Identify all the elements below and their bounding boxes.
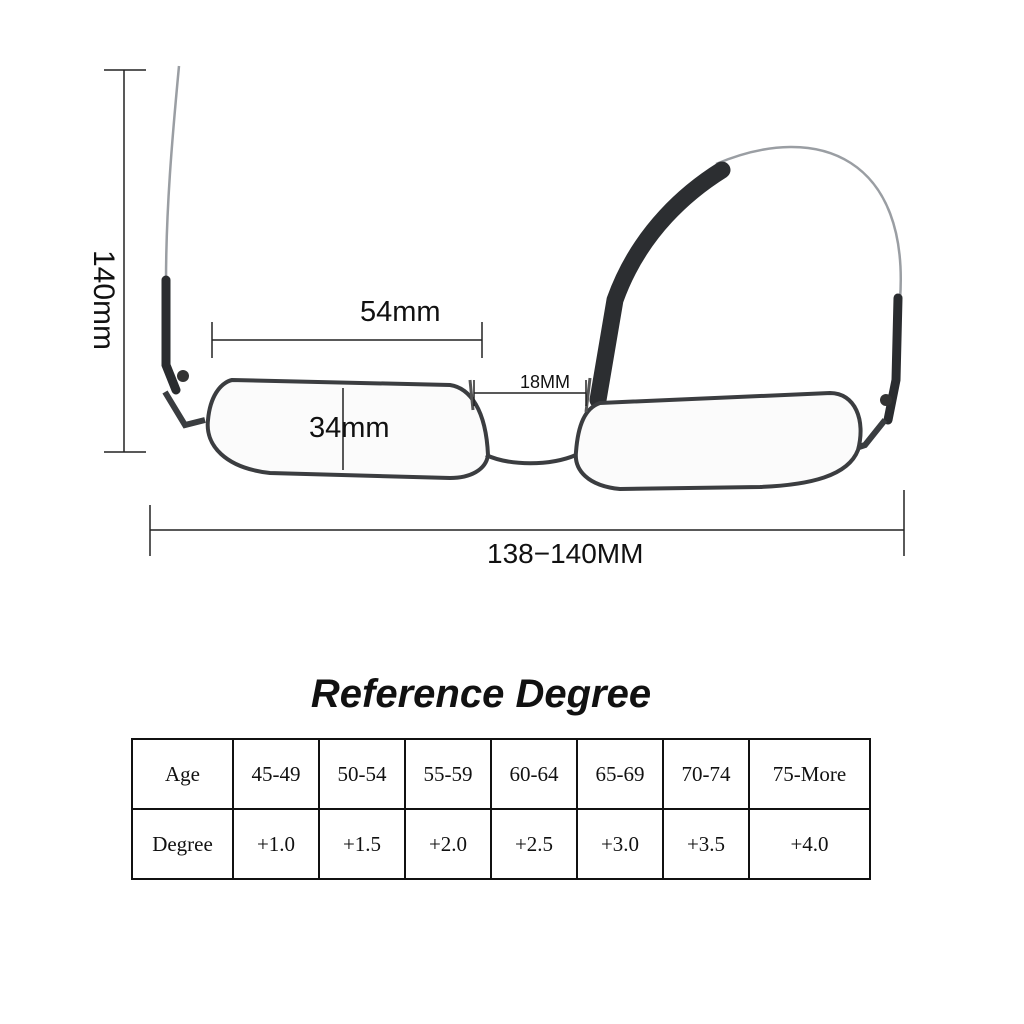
right-temple-tip [883,293,903,425]
glasses-dimension-diagram [104,65,905,556]
left-hinge [162,390,206,429]
lens-height-label: 34mm [309,412,390,444]
bridge-width-label: 18MM [520,372,571,392]
nose-pad-right [584,377,592,413]
height-dimension-line [104,69,146,453]
age-cell: 60-64 [490,738,578,810]
frame-width-dimension-line [149,490,905,556]
age-cell: 70-74 [662,738,750,810]
right-temple-body [589,161,731,409]
left-hinge-screw [177,370,189,382]
degree-cell: +4.0 [748,808,871,880]
degree-cell: +3.5 [662,808,750,880]
degree-cell: +1.5 [318,808,406,880]
right-hinge-screw [880,394,892,406]
total-height-label: 140mm [87,250,120,351]
left-temple-wire [164,65,181,283]
degree-row: Degree +1.0 +1.5 +2.0 +2.5 +3.0 +3.5 +4.… [131,808,871,880]
age-row: Age 45-49 50-54 55-59 60-64 65-69 70-74 … [131,738,871,810]
age-cell: 75-More [748,738,871,810]
right-lens-frame [573,390,863,492]
degree-cell: +2.5 [490,808,578,880]
degree-cell: +1.0 [232,808,320,880]
age-cell: 65-69 [576,738,664,810]
age-cell: 50-54 [318,738,406,810]
left-lens-frame [205,377,491,481]
age-cell: 45-49 [232,738,320,810]
age-header-cell: Age [131,738,234,810]
degree-header-cell: Degree [131,808,234,880]
age-cell: 55-59 [404,738,492,810]
degree-cell: +3.0 [576,808,664,880]
degree-cell: +2.0 [404,808,492,880]
bridge-dimension-line [473,380,587,406]
lens-width-label: 54mm [360,296,441,328]
bridge [485,453,577,466]
nose-pad-left [468,379,475,411]
frame-width-label: 138−140MM [487,538,644,569]
reference-degree-title: Reference Degree [310,672,652,716]
left-temple-tip [161,275,181,395]
lens-width-dimension-line [211,322,483,358]
reference-degree-table: Age 45-49 50-54 55-59 60-64 65-69 70-74 … [131,738,871,880]
right-temple-wire [715,145,903,301]
